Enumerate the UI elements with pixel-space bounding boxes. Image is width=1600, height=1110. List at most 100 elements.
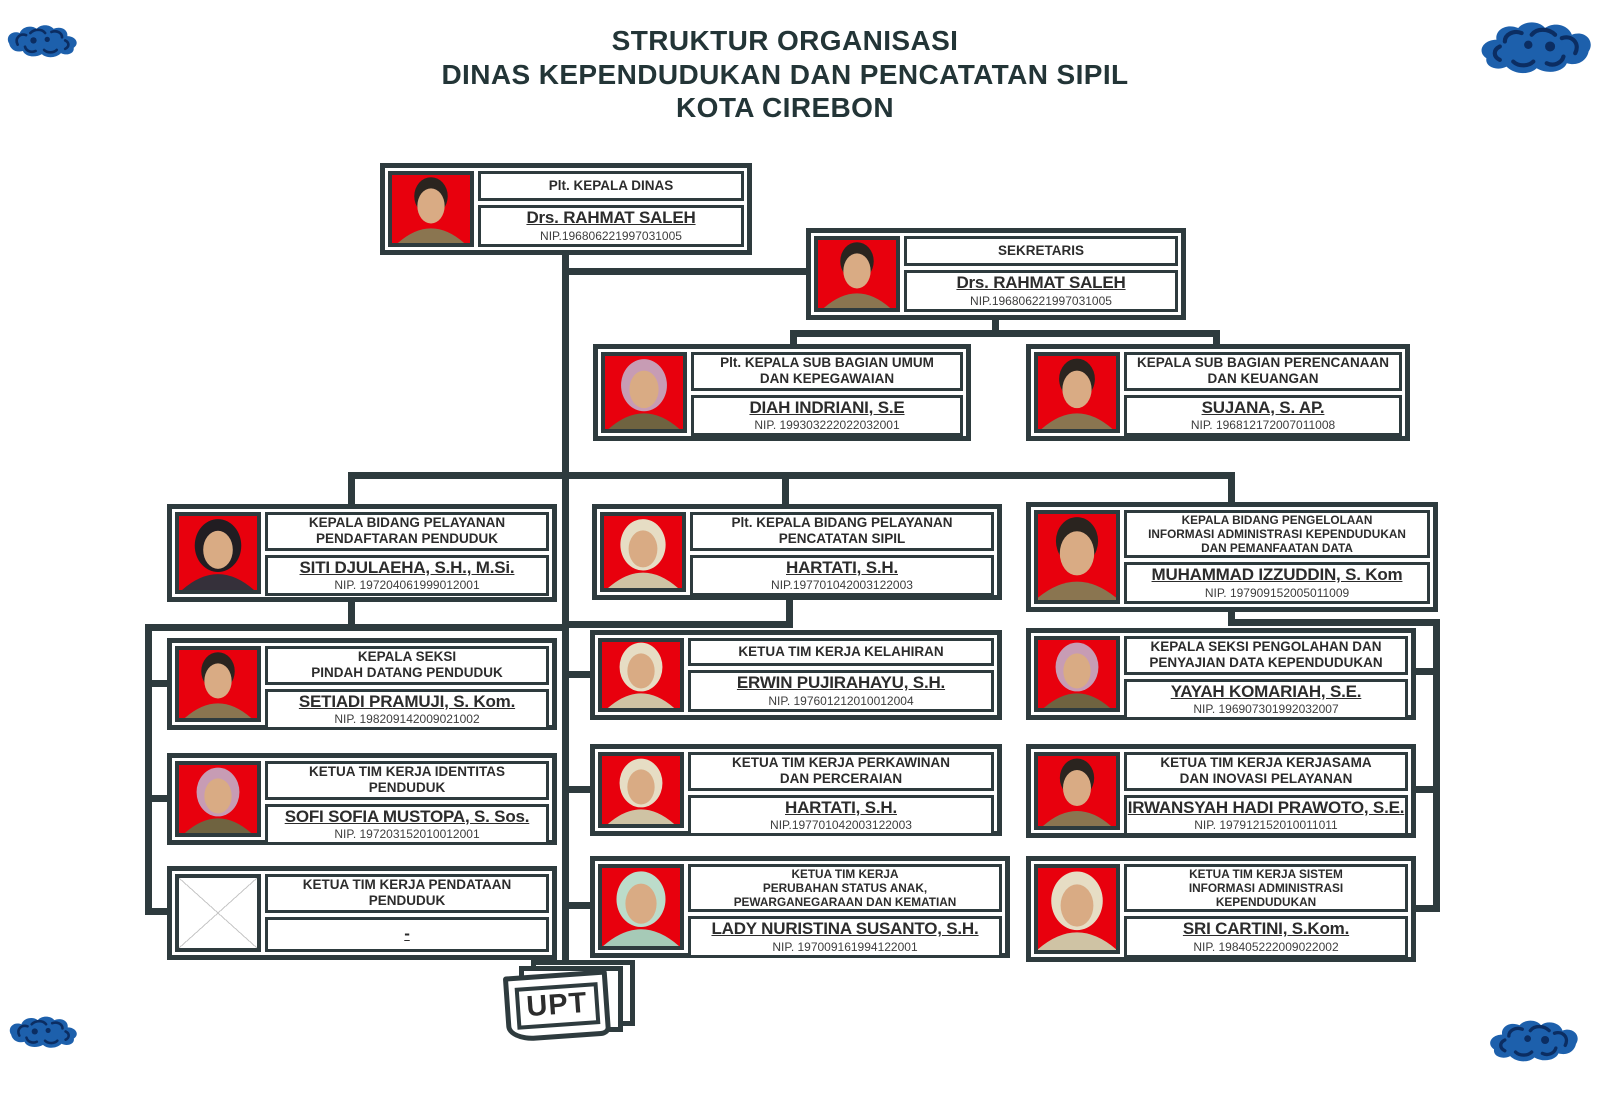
org-card-seksi-pindah: KEPALA SEKSI PINDAH DATANG PENDUDUK SETI… <box>167 638 557 731</box>
person-name: ERWIN PUJIRAHAYU, S.H. <box>736 673 946 693</box>
person-name: HARTATI, S.H. <box>785 797 897 817</box>
connector-line <box>145 624 152 914</box>
person-panel: LADY NURISTINA SUSANTO, S.H. NIP. 197009… <box>688 916 1002 959</box>
batik-cloud-ornament-bottom-left <box>9 1016 77 1048</box>
position-title: KEPALA BIDANG PELAYANAN PENDAFTARAN PEND… <box>308 515 506 547</box>
person-nip: NIP. 196907301992032007 <box>1193 702 1339 717</box>
person-name: HARTATI, S.H. <box>786 557 898 577</box>
position-title-panel: KETUA TIM KERJA IDENTITAS PENDUDUK <box>265 761 549 800</box>
position-title: KETUA TIM KERJA PENDATAAN PENDUDUK <box>302 877 512 909</box>
portrait-photo <box>175 761 261 837</box>
position-title: Plt. KEPALA DINAS <box>548 177 674 193</box>
connector-line <box>1213 330 1220 347</box>
position-title-panel: KEPALA BIDANG PELAYANAN PENDAFTARAN PEND… <box>265 512 549 551</box>
upt-stack: UPT <box>502 960 643 1060</box>
person-panel: Drs. RAHMAT SALEH NIP.196806221997031005 <box>904 270 1178 312</box>
position-title: KETUA TIM KERJA SISTEM INFORMASI ADMINIS… <box>1188 867 1344 910</box>
connector-line <box>992 318 999 337</box>
portrait-photo <box>175 646 261 722</box>
person-nip: NIP. 198405222009022002 <box>1193 940 1339 955</box>
connector-line <box>565 671 595 678</box>
person-panel: SITI DJULAEHA, S.H., M.Si. NIP. 19720406… <box>265 554 549 597</box>
person-nip: NIP. 197204061999012001 <box>334 578 480 593</box>
person-nip: NIP.197701042003122003 <box>770 818 912 833</box>
person-name: SRI CARTINI, S.Kom. <box>1182 919 1350 939</box>
person-name: MUHAMMAD IZZUDDIN, S. Kom <box>1151 565 1403 585</box>
position-title-panel: KEPALA SEKSI PENGOLAHAN DAN PENYAJIAN DA… <box>1124 636 1408 675</box>
connector-line <box>145 624 569 631</box>
page-title-line1: STRUKTUR ORGANISASI <box>611 25 959 56</box>
position-title: Plt. KEPALA SUB BAGIAN UMUM DAN KEPEGAWA… <box>720 355 934 387</box>
org-card-tk-perkawinan: KETUA TIM KERJA PERKAWINAN DAN PERCERAIA… <box>590 744 1002 837</box>
position-title-panel: Plt. KEPALA SUB BAGIAN UMUM DAN KEPEGAWA… <box>691 352 963 391</box>
position-title: KETUA TIM KERJA KERJASAMA DAN INOVASI PE… <box>1160 755 1372 787</box>
person-panel: ERWIN PUJIRAHAYU, S.H. NIP. 197601212010… <box>688 670 994 712</box>
connector-line <box>565 786 595 793</box>
connector-line <box>145 908 171 915</box>
person-silhouette-icon <box>182 519 254 590</box>
connector-line <box>562 253 569 975</box>
connector-line <box>348 472 1235 479</box>
person-nip: NIP. 199303222022032001 <box>754 418 900 433</box>
person-panel: SUJANA, S. AP. NIP. 196812172007011008 <box>1124 394 1402 437</box>
person-panel: HARTATI, S.H. NIP.197701042003122003 <box>688 794 994 837</box>
connector-line <box>145 680 171 687</box>
connector-line <box>1228 472 1235 505</box>
portrait-photo <box>601 352 687 433</box>
connector-line <box>1412 668 1440 675</box>
person-panel: - <box>265 916 549 952</box>
org-card-tk-pendataan: KETUA TIM KERJA PENDATAAN PENDUDUK - <box>167 866 557 960</box>
connector-line <box>348 472 355 507</box>
org-card-sekretaris: SEKRETARIS Drs. RAHMAT SALEH NIP.1968062… <box>806 228 1186 320</box>
page-title: STRUKTUR ORGANISASI DINAS KEPENDUDUKAN D… <box>300 24 1270 125</box>
position-title: KEPALA SUB BAGIAN PERENCANAAN DAN KEUANG… <box>1136 355 1389 387</box>
portrait-photo <box>1034 352 1120 433</box>
position-title: KETUA TIM KERJA KELAHIRAN <box>738 643 944 659</box>
person-panel: SETIADI PRAMUJI, S. Kom. NIP. 1982091420… <box>265 688 549 731</box>
person-name: SUJANA, S. AP. <box>1201 397 1325 417</box>
person-silhouette-icon <box>608 359 680 429</box>
position-title: KEPALA SEKSI PINDAH DATANG PENDUDUK <box>311 649 503 681</box>
person-nip: NIP.196806221997031005 <box>540 229 682 243</box>
org-card-subbag-umum: Plt. KEPALA SUB BAGIAN UMUM DAN KEPEGAWA… <box>593 344 971 441</box>
person-name: Drs. RAHMAT SALEH <box>956 273 1126 293</box>
person-silhouette-icon <box>1043 758 1111 826</box>
connector-line <box>348 600 355 628</box>
person-nip: NIP.196806221997031005 <box>970 294 1112 308</box>
position-title: SEKRETARIS <box>997 242 1084 258</box>
connector-line <box>1412 786 1440 793</box>
position-title-panel: Plt. KEPALA BIDANG PELAYANAN PENCATATAN … <box>690 512 994 551</box>
portrait-photo <box>1034 864 1120 954</box>
batik-cloud-ornament-top-left <box>7 25 77 58</box>
portrait-photo <box>1034 752 1120 830</box>
person-nip: NIP. 197909152005011009 <box>1204 586 1350 601</box>
portrait-photo <box>1034 636 1120 712</box>
person-nip: NIP. 196812172007011008 <box>1190 418 1336 433</box>
person-name: DIAH INDRIANI, S.E <box>749 397 905 417</box>
person-panel: IRWANSYAH HADI PRAWOTO, S.E. NIP. 197912… <box>1124 794 1408 837</box>
person-nip: NIP. 197203152010012001 <box>334 827 480 842</box>
connector-line <box>562 268 810 275</box>
connector-line <box>1433 619 1440 912</box>
person-panel: MUHAMMAD IZZUDDIN, S. Kom NIP. 197909152… <box>1124 562 1430 605</box>
person-name: Drs. RAHMAT SALEH <box>526 208 696 228</box>
person-silhouette-icon <box>1038 871 1116 950</box>
position-title: KETUA TIM KERJA PERKAWINAN DAN PERCERAIA… <box>731 755 950 787</box>
person-silhouette-icon <box>607 642 675 708</box>
connector-line <box>145 795 171 802</box>
portrait-photo <box>814 236 900 312</box>
portrait-photo <box>1034 510 1120 604</box>
position-title-panel: KETUA TIM KERJA SISTEM INFORMASI ADMINIS… <box>1124 864 1408 913</box>
position-title: KEPALA SEKSI PENGOLAHAN DAN PENYAJIAN DA… <box>1149 639 1383 671</box>
person-silhouette-icon <box>397 177 465 243</box>
person-name: SITI DJULAEHA, S.H., M.Si. <box>299 557 515 577</box>
portrait-photo <box>598 752 684 828</box>
vacant-photo-placeholder <box>175 874 261 952</box>
person-panel: Drs. RAHMAT SALEH NIP.196806221997031005 <box>478 205 744 247</box>
person-panel: YAYAH KOMARIAH, S.E. NIP. 19690730199203… <box>1124 678 1408 721</box>
position-title-panel: KETUA TIM KERJA PENDATAAN PENDUDUK <box>265 874 549 913</box>
org-card-bidang-capil: Plt. KEPALA BIDANG PELAYANAN PENCATATAN … <box>592 504 1002 600</box>
person-name: SETIADI PRAMUJI, S. Kom. <box>298 691 516 711</box>
portrait-photo <box>600 512 686 592</box>
